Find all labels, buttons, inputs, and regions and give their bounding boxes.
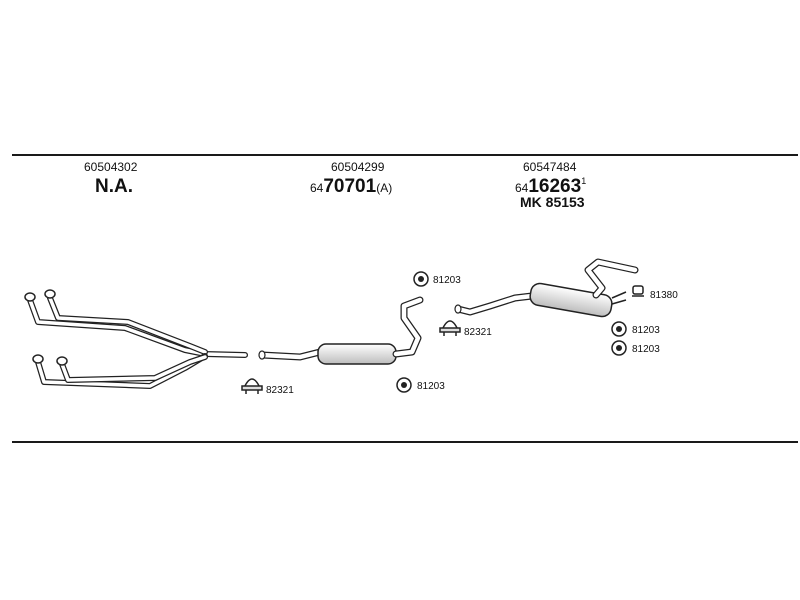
rear-silencer-kit-number: MK 85153 [520, 194, 585, 210]
rear-silencer-pipe [454, 258, 639, 318]
mount-code-upper: 81203 [433, 275, 461, 286]
clamp-icon-left [241, 378, 263, 394]
top-divider-line [12, 154, 798, 156]
rubber-mount-icon-rear-b [611, 340, 627, 356]
rear-silencer-ref-sup: 1 [581, 176, 587, 186]
bottom-divider-line [12, 441, 798, 443]
middle-silencer-body [317, 343, 397, 365]
rear-silencer-body [529, 282, 613, 318]
front-pipe-part-number: 60504302 [84, 160, 138, 174]
rear-silencer-ref-prefix: 64 [515, 181, 529, 195]
rear-silencer-part-number: 60547484 [523, 160, 577, 174]
rear-silencer-ref-main: 16263 [528, 176, 582, 197]
middle-silencer-part-number: 60504299 [331, 160, 385, 174]
middle-silencer-ref-prefix: 64 [310, 181, 324, 195]
mount-code-rear-a: 81203 [632, 325, 660, 336]
middle-silencer-pipe [258, 296, 424, 365]
rubber-mount-icon-middle [396, 377, 412, 393]
middle-silencer-ref-main: 70701 [323, 176, 377, 197]
clamp-icon-right [439, 320, 461, 336]
bracket-code: 81380 [650, 290, 678, 301]
middle-silencer-ref-suffix: (A) [376, 181, 393, 195]
middle-silencer-reference: 6470701(A) [310, 177, 392, 196]
mount-code-rear-b: 81203 [632, 344, 660, 355]
clamp-code-right: 82321 [464, 327, 492, 338]
front-pipe-reference-main: N.A. [95, 176, 133, 197]
rear-silencer-reference: 64162631 [515, 176, 587, 197]
bracket-icon [632, 285, 644, 297]
rubber-mount-icon-upper [413, 271, 429, 287]
front-pipe-reference: N.A. [95, 177, 133, 196]
mount-code-middle: 81203 [417, 381, 445, 392]
rubber-mount-icon-rear-a [611, 321, 627, 337]
front-y-pipe [24, 289, 248, 389]
clamp-code-left: 82321 [266, 385, 294, 396]
